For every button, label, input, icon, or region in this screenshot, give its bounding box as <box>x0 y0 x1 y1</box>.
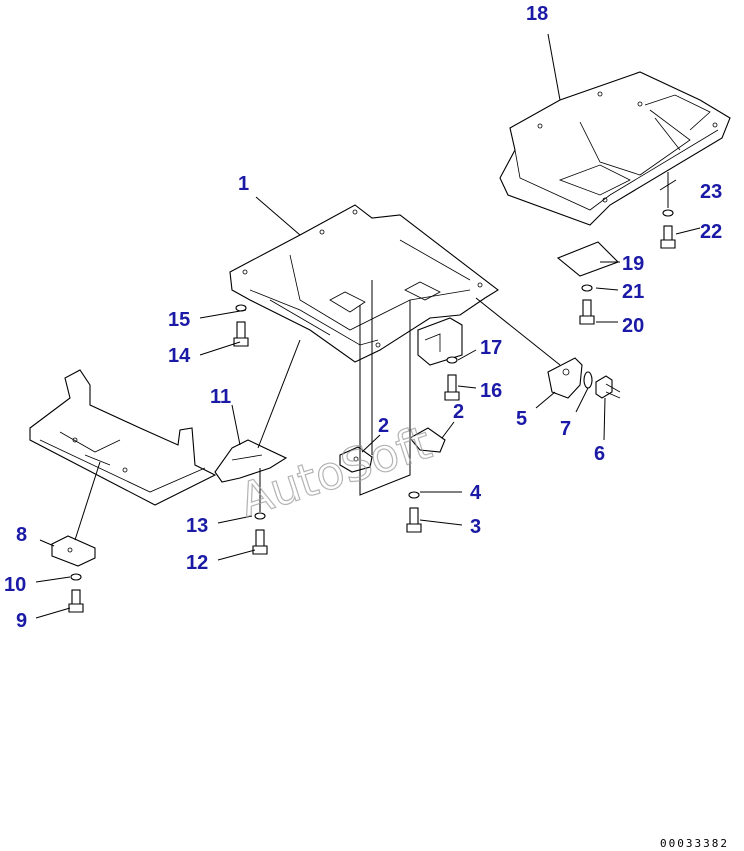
reference-number: 00033382 <box>660 837 729 850</box>
side-washer-part <box>583 371 593 389</box>
callout-8: 8 <box>16 524 27 546</box>
callout-4: 4 <box>470 482 482 504</box>
callout-5: 5 <box>516 408 527 430</box>
main-undercover-part <box>229 204 499 366</box>
callout-17: 17 <box>480 337 502 359</box>
hook-bracket-part <box>214 439 288 483</box>
callout-2a: 2 <box>378 415 389 437</box>
callout-21: 21 <box>622 281 644 303</box>
callout-13: 13 <box>186 515 208 537</box>
front-cover-part <box>29 369 217 506</box>
callout-19: 19 <box>622 253 644 275</box>
rear-plate-part <box>556 241 619 277</box>
callout-18: 18 <box>526 3 548 25</box>
fasteners <box>68 209 676 613</box>
callout-1: 1 <box>238 173 249 195</box>
side-bolt-part <box>595 375 621 399</box>
callout-7: 7 <box>560 418 571 440</box>
side-plate-part <box>547 357 583 399</box>
callout-23: 23 <box>700 181 722 203</box>
callout-labels: 18 1 23 22 19 21 20 15 14 17 16 11 2 2 5… <box>4 3 722 632</box>
callout-6: 6 <box>594 443 605 465</box>
callout-10: 10 <box>4 574 26 596</box>
callout-3: 3 <box>470 516 481 538</box>
callout-16: 16 <box>480 380 502 402</box>
bracket-part-right <box>409 427 446 453</box>
bracket-part-left <box>339 446 373 473</box>
callout-15: 15 <box>168 309 190 331</box>
rear-cover-part <box>499 71 731 226</box>
leader-lines <box>35 33 701 619</box>
callout-22: 22 <box>700 221 722 243</box>
callout-12: 12 <box>186 552 208 574</box>
callout-9: 9 <box>16 610 27 632</box>
callout-11: 11 <box>210 386 231 408</box>
watermark-text: AutoSoft <box>233 415 438 527</box>
callout-2b: 2 <box>453 401 464 423</box>
callout-14: 14 <box>168 345 191 367</box>
callout-20: 20 <box>622 315 644 337</box>
front-plate-part <box>51 535 96 567</box>
